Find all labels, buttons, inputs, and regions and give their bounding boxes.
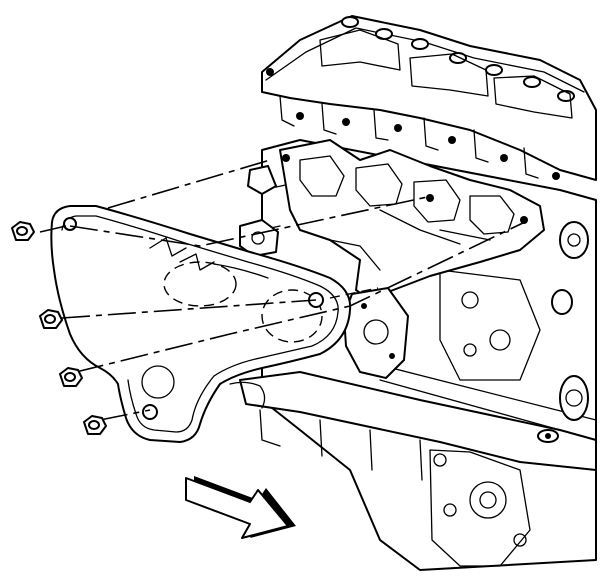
heat-shield-nut-1	[11, 221, 35, 241]
heat-shield-nut-4	[83, 415, 107, 435]
heat-shield-nut-2	[39, 309, 63, 329]
exhaust-manifold-heat-shield	[50, 205, 352, 443]
heat-shield-nuts	[11, 221, 107, 435]
assembly-lines	[39, 159, 526, 421]
heat-shield-nut-3	[59, 367, 83, 387]
front-of-vehicle-arrow	[185, 476, 296, 539]
exhaust-manifold	[279, 139, 545, 379]
